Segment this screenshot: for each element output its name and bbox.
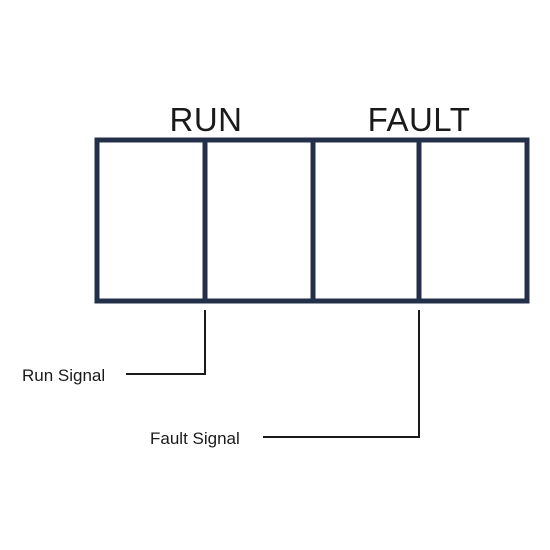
fault-signal-label: Fault Signal bbox=[150, 429, 240, 448]
fault-signal-leader-line bbox=[263, 310, 420, 438]
run-header: RUN bbox=[169, 101, 243, 138]
run-signal-leader-line bbox=[126, 310, 206, 375]
run-signal-label: Run Signal bbox=[22, 366, 106, 385]
fault-header: FAULT bbox=[367, 101, 471, 138]
